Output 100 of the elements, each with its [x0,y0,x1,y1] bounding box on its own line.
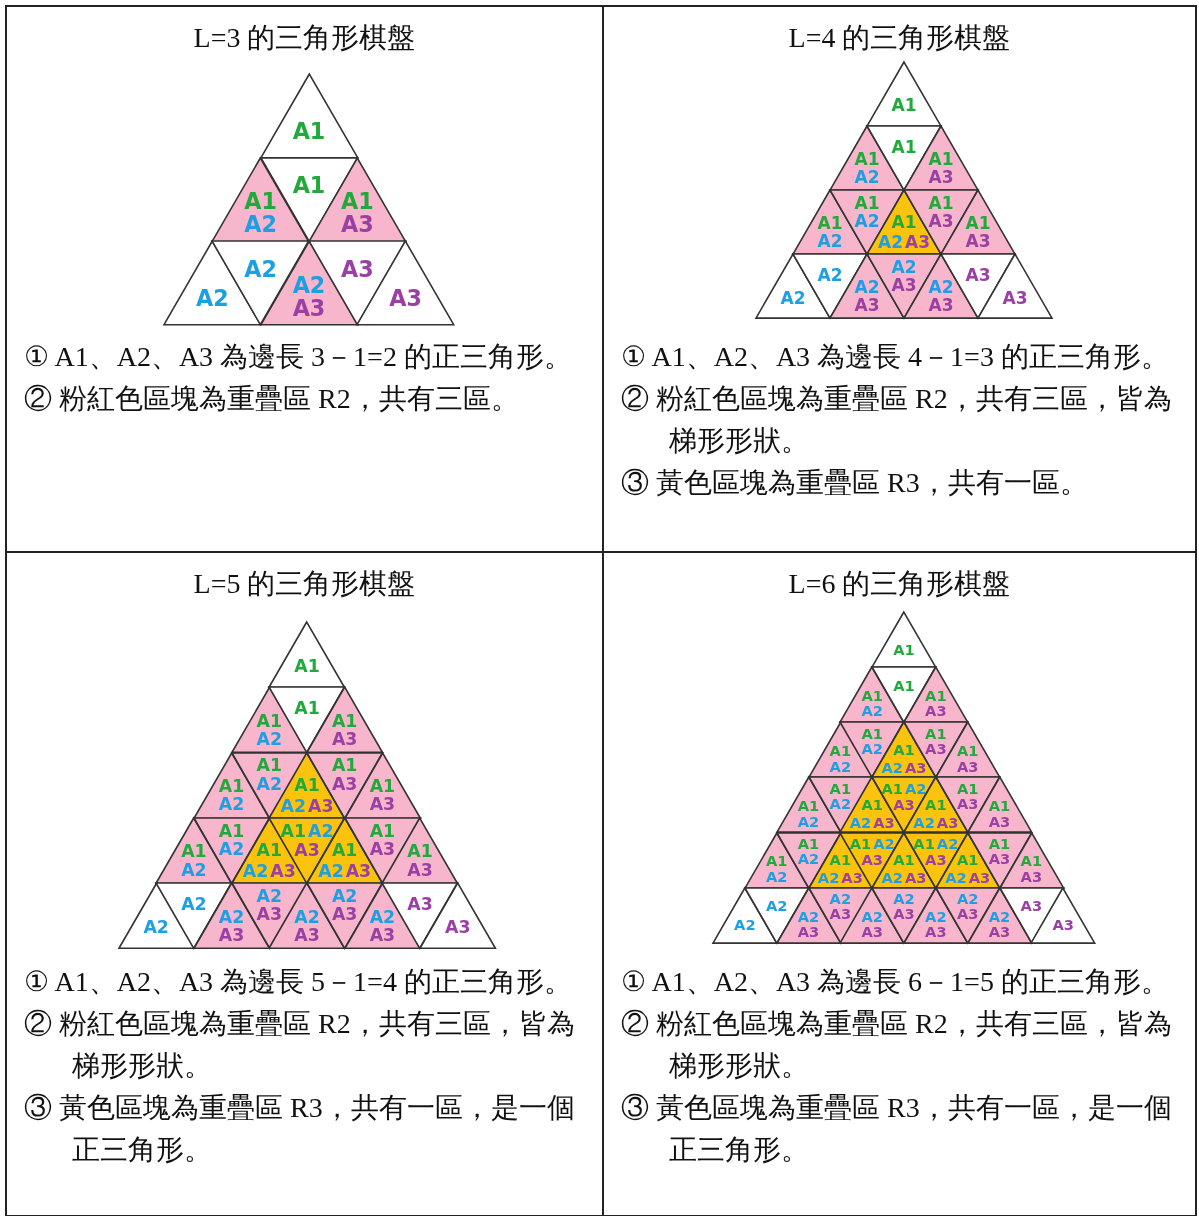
region-label: A2 [308,820,334,841]
region-label: A1 [292,172,326,198]
region-label: A2 [218,838,245,859]
region-label: A2 [734,916,756,934]
region-label: A3 [218,925,245,945]
region-label: A3 [445,917,471,938]
region-label: A3 [988,850,1011,868]
region-label: A2 [893,889,915,907]
region-label: A1 [861,724,883,742]
note-text: ① A1、A2、A3 為邊長 3－1=2 的正三角形。 [24,340,573,374]
region-label: A2 [318,861,344,881]
note-text: ② 粉紅色區塊為重疊區 R2，共有三區。 [24,382,520,416]
region-label: A3 [925,851,947,869]
region-label: A1 [988,834,1011,852]
region-label: A1 [829,851,852,869]
region-label: A1 [849,834,872,852]
region-label: A3 [369,838,396,859]
region-label: A2 [849,813,872,831]
note-text: ① A1、A2、A3 為邊長 4－1=3 的正三角形。 [621,340,1170,374]
region-label: A3 [873,813,895,831]
region-label: A2 [181,894,207,915]
region-label: A1 [256,755,282,776]
region-label: A2 [369,906,396,927]
region-label: A2 [925,907,947,925]
region-label: A2 [256,729,282,750]
region-label: A3 [956,795,979,813]
table-cell [5,5,604,553]
region-label: A3 [988,812,1011,830]
region-label: A3 [956,757,979,775]
region-label: A1 [925,687,947,704]
region-label: A2 [244,255,277,282]
note-text: ① A1、A2、A3 為邊長 5－1=4 的正三角形。 [24,965,573,999]
region-label: A3 [345,861,372,881]
region-label: A3 [893,905,915,923]
region-label: A3 [256,904,282,925]
region-label: A1 [331,840,358,861]
region-label: A3 [905,868,927,886]
region-label: A2 [878,232,903,253]
region-label: A2 [829,795,852,813]
region-label: A2 [881,758,903,776]
region-label: A1 [341,187,374,214]
region-label: A1 [928,149,954,170]
region-label: A1 [407,841,433,862]
note-text: ② 粉紅色區塊為重疊區 R2，共有三區，皆為梯形形狀。 [24,1007,576,1083]
region-label: A3 [331,773,358,794]
region-label: A2 [854,277,880,298]
region-label: A2 [854,167,880,188]
region-label: A2 [817,265,843,286]
region-label: A3 [270,861,296,881]
triangle-tile [269,622,345,688]
region-label: A2 [780,287,806,308]
region-label: A1 [891,137,917,157]
region-label: A1 [854,192,880,213]
region-label: A3 [861,851,883,869]
region-label: A1 [891,95,917,116]
region-label: A2 [861,739,883,757]
region-label: A3 [308,795,334,816]
triangle-tile [867,62,941,127]
region-label: A3 [925,739,947,757]
region-label: A2 [881,868,903,886]
region-label: A2 [829,889,852,907]
region-label: A1 [829,742,852,760]
region-label: A1 [797,834,820,852]
region-label: A1 [292,117,326,144]
triangle-tile [260,74,358,158]
board-title: L=6 的三角形棋盤 [787,567,1012,601]
note-text: ② 粉紅色區塊為重疊區 R2，共有三區，皆為梯形形狀。 [621,1007,1173,1083]
region-label: A3 [407,894,433,915]
region-label: A2 [891,256,917,277]
region-label: A2 [817,231,843,252]
region-label: A1 [861,796,883,814]
region-label: A3 [905,758,927,776]
region-label: A3 [294,925,320,945]
region-label: A2 [331,885,358,906]
region-label: A1 [256,710,282,731]
region-label: A1 [861,687,883,704]
region-label: A3 [925,702,947,720]
region-label: A3 [891,274,917,295]
region-label: A1 [218,776,245,797]
region-label: A1 [765,852,788,870]
region-label: A2 [861,702,883,720]
region-label: A3 [965,231,991,252]
region-label: A2 [765,897,788,915]
region-label: A3 [797,923,820,940]
region-label: A2 [294,906,320,927]
region-label: A3 [928,210,954,231]
region-label: A1 [331,755,358,776]
region-label: A1 [956,851,979,869]
region-label: A1 [925,796,947,814]
region-label: A2 [873,834,895,852]
region-label: A1 [913,834,935,852]
region-label: A3 [294,840,320,861]
region-label: A3 [341,255,374,282]
region-label: A1 [797,797,820,815]
region-label: A1 [881,779,903,797]
region-label: A3 [1052,916,1074,934]
region-label: A3 [928,295,954,316]
region-label: A2 [797,907,820,925]
region-label: A3 [1020,867,1043,885]
region-label: A2 [280,795,306,816]
